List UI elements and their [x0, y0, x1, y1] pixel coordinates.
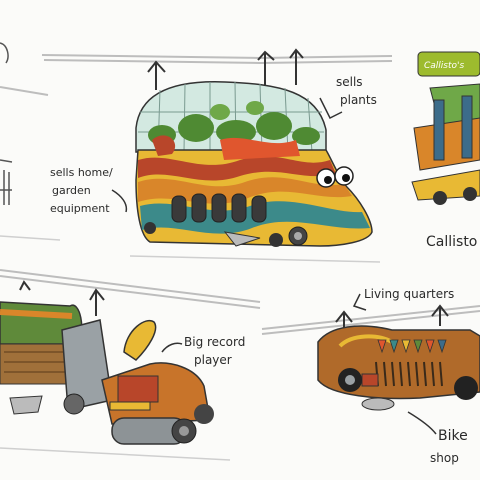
callisto-vehicle: Callisto's — [411, 51, 480, 205]
note-home-garden-line3: equipment — [50, 202, 110, 215]
plant-vehicle — [135, 48, 373, 247]
arrow-record — [161, 342, 183, 353]
note-big-record-line1: Big record — [184, 335, 245, 349]
left-fragment-top — [0, 42, 13, 205]
note-sells-plants-line1: sells — [336, 75, 363, 89]
note-callisto: Callisto — [426, 234, 477, 250]
note-sells-plants-line2: plants — [340, 93, 377, 107]
note-bike-shop-line2: shop — [430, 451, 459, 465]
ground-lines — [0, 235, 381, 461]
note-living-quarters: Living quarters — [364, 287, 454, 301]
note-home-garden-line2: garden — [52, 184, 91, 197]
arrow-home-garden — [111, 189, 128, 213]
record-player-vehicle — [0, 280, 214, 445]
note-big-record-line2: player — [194, 353, 232, 367]
arrow-living-quarters — [352, 293, 367, 311]
callisto-sign-text: Callisto's — [424, 61, 464, 71]
note-bike-shop-line1: Bike — [438, 428, 468, 444]
arrow-bike-shop — [407, 411, 437, 435]
note-home-garden-line1: sells home/ — [50, 166, 113, 179]
bike-shop-vehicle — [317, 304, 480, 411]
overhead-cables — [0, 54, 480, 335]
arrow-plants — [319, 97, 343, 120]
